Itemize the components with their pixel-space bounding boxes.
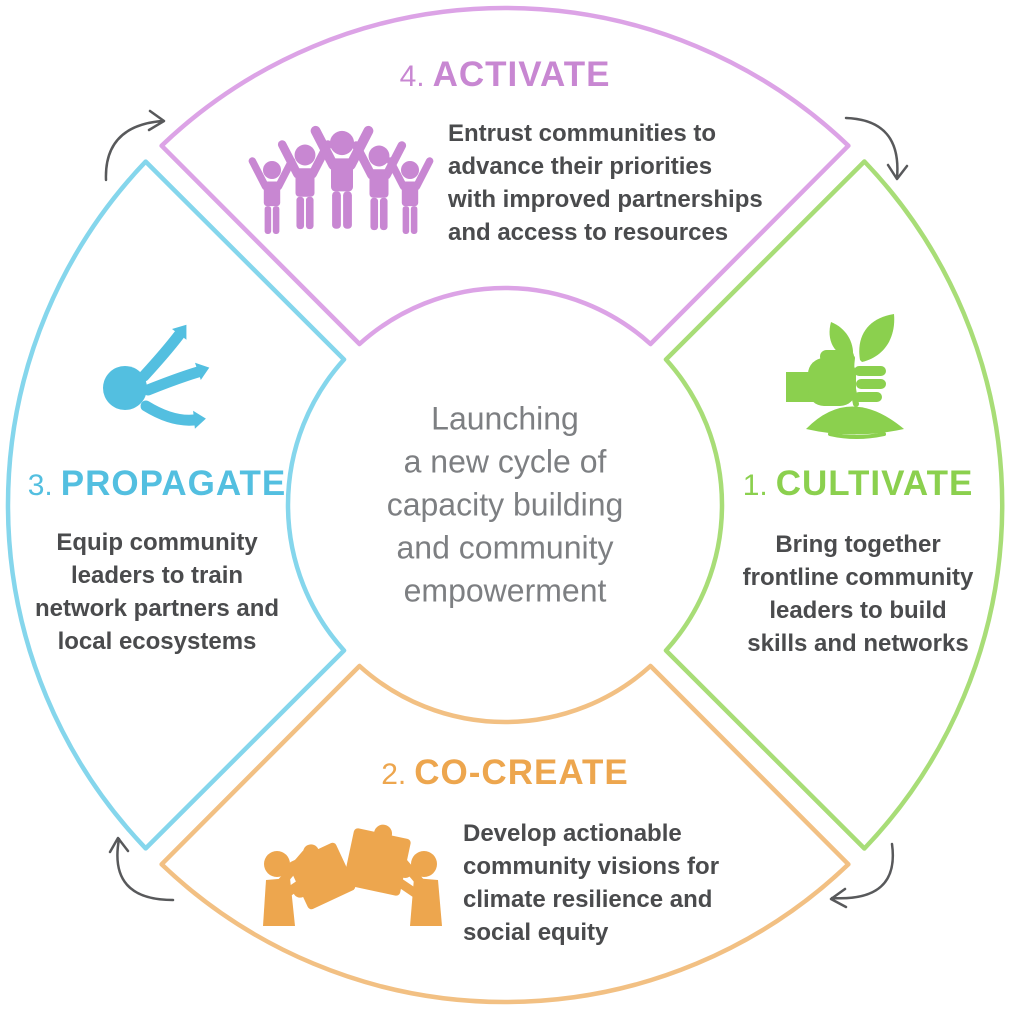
segment-cocreate-number: 2. [381, 758, 407, 791]
segment-cocreate-description: Develop actionable community visions for… [463, 820, 720, 946]
segment-activate-title: 4.ACTIVATE [400, 56, 611, 96]
hand-sprout-icon [786, 314, 904, 439]
cycle-arrows [104, 109, 909, 909]
segment-propagate-description: Equip community leaders to train network… [34, 529, 280, 655]
segment-activate-number: 4. [399, 60, 425, 93]
segment-cocreate-title: 2.CO-CREATE [381, 754, 629, 794]
cycle-arrow-top-left-icon [104, 109, 166, 182]
share-network-icon [103, 324, 210, 429]
segment-activate-description: Entrust communities to advance their pri… [448, 120, 763, 246]
segment-cultivate-number: 1. [742, 469, 768, 502]
segment-ring-propagate [5, 159, 347, 851]
segment-ring-cocreate [159, 663, 851, 1005]
segment-activate-name: ACTIVATE [432, 55, 611, 94]
segment-cultivate-title: 1.CULTIVATE [743, 465, 974, 505]
people-puzzle-icon [263, 824, 442, 926]
segment-ring-activate [159, 5, 851, 347]
segment-propagate-title: 3.PROPAGATE [28, 465, 287, 505]
segment-propagate-name: PROPAGATE [60, 464, 287, 503]
cycle-arrow-bottom-left-icon [108, 836, 175, 902]
segment-cultivate-name: CULTIVATE [775, 464, 974, 503]
segment-cultivate-description: Bring together frontline community leade… [742, 531, 974, 657]
cycle-arrow-bottom-right-icon [829, 842, 895, 909]
segment-cocreate-name: CO-CREATE [414, 753, 629, 792]
cycle-arrow-top-right-icon [844, 116, 909, 181]
people-raised-arms-icon [252, 131, 429, 234]
segment-ring-cultivate [663, 159, 1005, 851]
center-statement: Launching a new cycle of capacity buildi… [386, 400, 624, 609]
segment-propagate-number: 3. [27, 469, 53, 502]
